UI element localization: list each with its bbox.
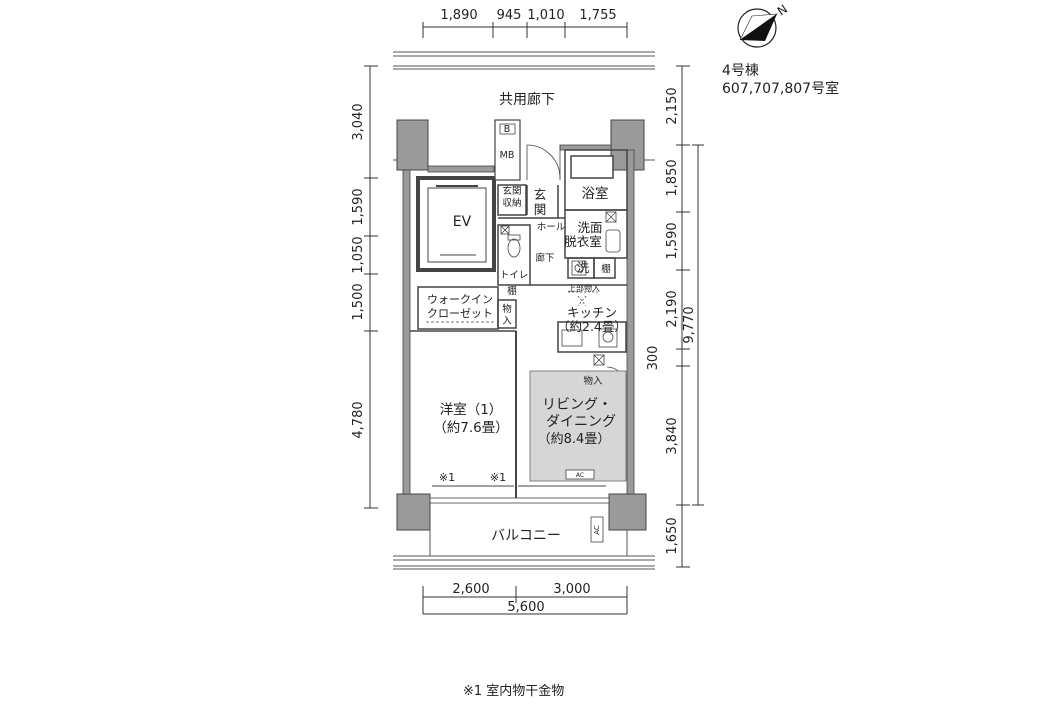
upper-storage-label: 上部物入 (568, 283, 600, 293)
bath-label: 浴室 (582, 185, 609, 202)
top-dimension-line (422, 22, 628, 38)
hall-label: ホール (537, 222, 566, 233)
elevator-label: EV (453, 214, 472, 230)
compass-icon (737, 8, 779, 48)
kitchen-label-1: キッチン (567, 305, 617, 320)
balcony (393, 530, 655, 570)
building-name: 4号棟 (722, 63, 759, 79)
entrance-storage-label-1: 玄関 (502, 185, 521, 197)
balcony-ac-unit (590, 516, 604, 543)
dim-right-total: 9,770 (682, 306, 697, 343)
left-dimension-line (364, 65, 378, 509)
dim-right-1: 2,150 (665, 87, 680, 124)
kitchen-label-2: （約2.4畳） (557, 319, 627, 334)
entrance-door (526, 144, 561, 180)
toilet-label: トイレ (500, 270, 529, 281)
dim-top-3: 1,010 (527, 8, 564, 23)
building-info: 4号棟 607,707,807号室 (722, 62, 839, 98)
wic-label-2: クローゼット (427, 307, 493, 320)
entrance-label-2: 関 (534, 202, 547, 217)
dim-bottom-total: 5,600 (507, 600, 544, 615)
mb-label: MB (500, 150, 515, 161)
dim-top-1: 1,890 (440, 8, 477, 23)
bedroom-label-2: （約7.6畳） (433, 420, 508, 436)
bedroom-label-1: 洋室（1） (440, 401, 503, 418)
bottom-dimension-line (422, 586, 628, 615)
right-dimension-line (676, 65, 704, 568)
shelf-label-1: 棚 (601, 263, 611, 275)
wic-label-1: ウォークイン (427, 293, 493, 306)
hallway-label: 廊下 (535, 252, 554, 264)
dim-right-5: 300 (646, 346, 661, 371)
meter-box (494, 119, 521, 181)
living-label-2: ダイニング (546, 414, 616, 430)
dim-right-7: 1,650 (665, 517, 680, 554)
dim-left-3: 1,050 (351, 236, 366, 273)
shelf-label-2: 棚 (507, 285, 517, 297)
living-label-3: （約8.4畳） (538, 432, 611, 447)
dim-bottom-2: 3,000 (553, 582, 590, 597)
dim-left-2: 1,590 (351, 188, 366, 225)
corridor-railing (393, 51, 655, 70)
dim-right-6: 3,840 (665, 417, 680, 454)
b-label: B (504, 124, 511, 135)
balcony-label: バルコニー (491, 528, 561, 544)
dim-left-4: 1,500 (351, 283, 366, 320)
footnote: ※1 室内物干金物 (463, 684, 565, 699)
dim-top-4: 1,755 (579, 8, 616, 23)
drying-mark-1: ※1 (439, 471, 455, 484)
living-label-1: リビング・ (542, 397, 612, 413)
storage-label-1: 物 (502, 303, 512, 315)
living-dining-area (529, 370, 627, 482)
dim-right-3: 1,590 (665, 222, 680, 259)
dim-right-4: 2,190 (665, 290, 680, 327)
storage2-label: 物入 (583, 375, 603, 387)
living-ac-label: AC (576, 472, 584, 479)
living-ac (565, 469, 595, 480)
corridor-label: 共用廊下 (499, 91, 555, 108)
dim-left-5: 4,780 (351, 401, 366, 438)
dim-bottom-1: 2,600 (452, 582, 489, 597)
washroom-label-1: 洗面 (577, 220, 602, 235)
dim-right-2: 1,850 (665, 159, 680, 196)
elevator-shaft (416, 176, 496, 272)
drying-mark-2: ※1 (490, 471, 506, 484)
dim-left-1: 3,040 (351, 103, 366, 140)
balcony-ac-label: AC (593, 525, 601, 535)
washer-label: 洗 (577, 260, 590, 275)
structural-walls (396, 119, 647, 531)
entrance-storage-label-2: 収納 (502, 197, 521, 209)
storage-label-2: 入 (502, 316, 512, 327)
compass-north-label: N (775, 2, 790, 19)
unit-numbers: 607,707,807号室 (722, 81, 840, 97)
washroom-label-2: 脱衣室 (564, 234, 602, 249)
interior-walls (410, 149, 628, 498)
dim-top-2: 945 (497, 8, 522, 23)
entrance-label-1: 玄 (534, 187, 547, 202)
